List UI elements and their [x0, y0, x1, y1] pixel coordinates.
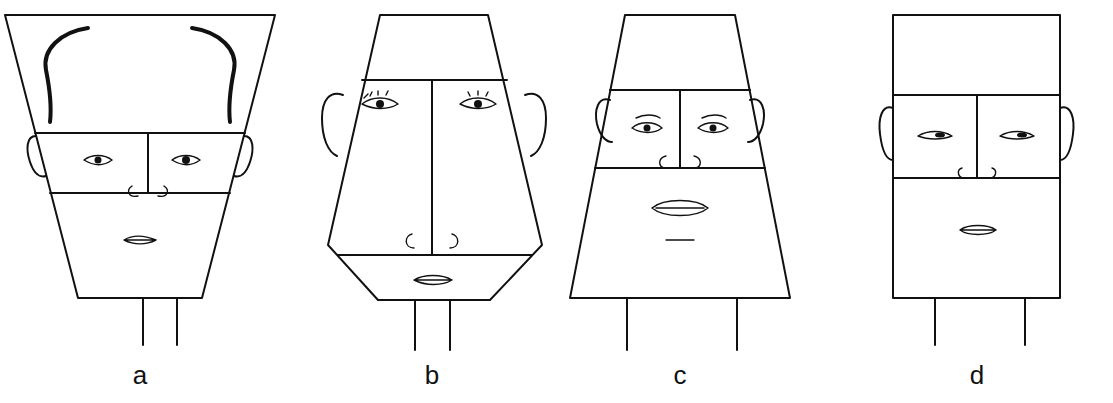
- figure-label: c: [674, 362, 687, 388]
- figure-label: a: [133, 362, 147, 388]
- figure-label: b: [425, 362, 439, 388]
- figure-label: d: [970, 362, 984, 388]
- face-d: [880, 15, 1074, 345]
- face-a: [5, 15, 275, 345]
- face-c: [570, 15, 790, 350]
- face-b: [322, 15, 546, 350]
